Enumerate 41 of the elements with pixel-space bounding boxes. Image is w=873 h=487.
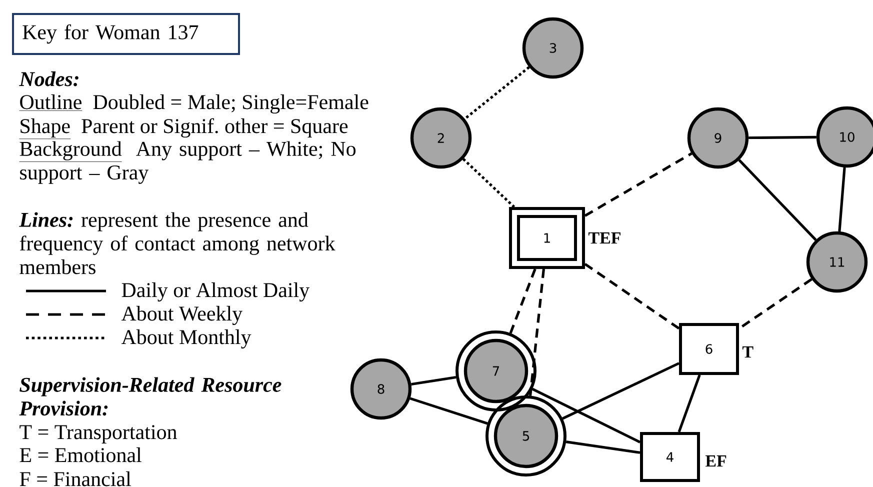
heading: Supervision-Related Resource Provision: (19, 377, 282, 416)
circle-node: 2 (410, 107, 472, 169)
legend-text: About Weekly (121, 306, 242, 326)
key-text: Lines: represent the presence and frequency of contact among network members (19, 212, 336, 274)
connector-line (584, 152, 692, 217)
circle-node: 8 (350, 358, 412, 420)
key-text: Shape Parent or Signif. other = Square (19, 118, 348, 140)
square-node: 6 (679, 323, 739, 375)
resource-code: EF (706, 455, 726, 467)
key-box: Key for Woman 137 (12, 13, 240, 55)
resource-code: TEF (588, 232, 620, 244)
connector-line (584, 262, 680, 330)
connector-line (748, 136, 816, 140)
connector-line (838, 167, 846, 232)
double-circle-node: 5 (486, 396, 566, 476)
legend-text: Daily or Almost Daily (122, 282, 310, 302)
connector-line (566, 440, 640, 454)
key-text: E = Emotional (20, 447, 142, 462)
double-circle-node: 7 (456, 330, 536, 412)
connector-line (462, 158, 516, 208)
circle-node: 3 (522, 17, 584, 79)
connector-line (411, 376, 456, 386)
connector-line (562, 362, 680, 420)
connector-line (678, 374, 701, 432)
double-square-node: 1 (509, 207, 585, 269)
square-node: 4 (640, 432, 700, 482)
circle-node: 11 (806, 231, 868, 293)
connector-line (528, 268, 546, 396)
resource-code: T (742, 346, 754, 358)
circle-node: 9 (687, 107, 749, 169)
connector-line (464, 66, 530, 120)
circle-node: 10 (816, 106, 873, 168)
connector-line (532, 388, 641, 444)
connector-line (738, 159, 817, 241)
connector-line (509, 268, 536, 334)
key-text: Outline Doubled = Male; Single=Female (19, 94, 368, 114)
connector-line (410, 397, 488, 425)
key-text: Background Any support – White; No support – Gray (19, 141, 356, 184)
key-text: T = Transportation (20, 425, 177, 444)
key-text: F = Financial (20, 471, 131, 486)
legend-text: About Monthly (121, 329, 252, 349)
